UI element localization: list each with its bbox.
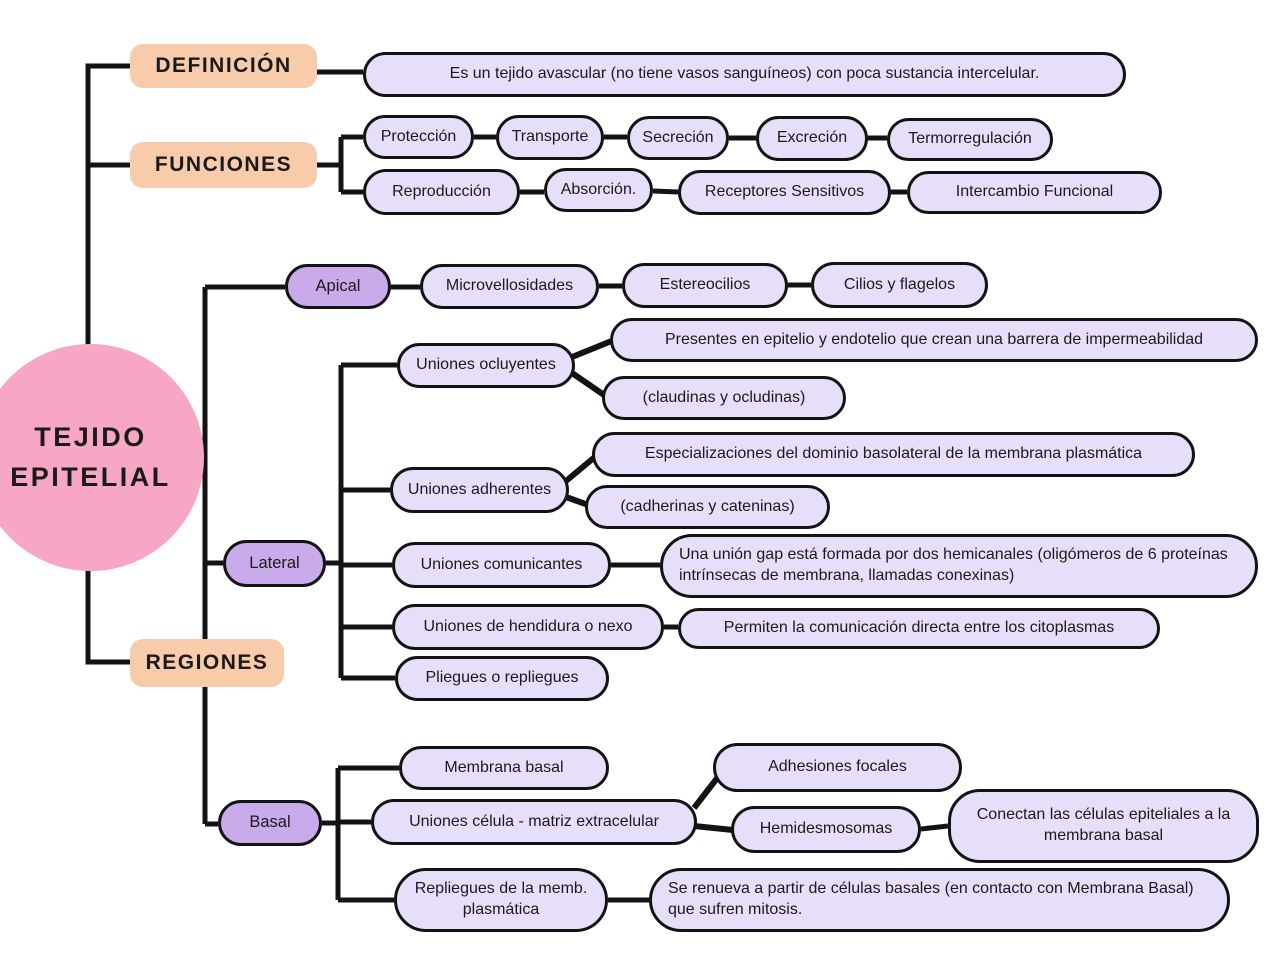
basal-connectors (322, 765, 399, 903)
region-basal[interactable]: Basal (218, 800, 322, 846)
node-cilios-y-flagelos[interactable]: Cilios y flagelos (811, 262, 988, 308)
node-uniones-ocluyentes[interactable]: Uniones ocluyentes (397, 343, 575, 388)
root-title-line2: EPITELIAL (10, 461, 171, 492)
node-ocluyentes-proteins[interactable]: (claudinas y ocludinas) (602, 376, 846, 420)
node-hemidesmosomas[interactable]: Hemidesmosomas (731, 806, 921, 853)
lateral-connectors (326, 362, 397, 681)
node-comunicantes-desc[interactable]: Una unión gap está formada por dos hemic… (660, 534, 1258, 598)
node-adhesiones-focales[interactable]: Adhesiones focales (713, 743, 962, 792)
node-uniones-hendidura[interactable]: Uniones de hendidura o nexo (392, 604, 664, 650)
ocluyentes-branch-connectors (570, 337, 616, 400)
node-secrecion[interactable]: Secreción (627, 116, 729, 160)
node-transporte[interactable]: Transporte (496, 115, 604, 160)
node-definicion-desc[interactable]: Es un tejido avascular (no tiene vasos s… (363, 52, 1126, 97)
branch-definicion[interactable]: DEFINICIÓN (130, 44, 317, 88)
node-adherentes-proteins[interactable]: (cadherinas y cateninas) (585, 485, 830, 529)
region-apical[interactable]: Apical (285, 264, 391, 309)
apical-connectors (391, 282, 811, 290)
node-microvellosidades[interactable]: Microvellosidades (420, 264, 599, 309)
branch-regiones[interactable]: REGIONES (130, 639, 284, 687)
funciones-connectors (317, 134, 907, 195)
root-title-line1: TEJIDO (34, 422, 147, 453)
node-repliegues-membrana[interactable]: Repliegues de la memb. plasmática (394, 868, 608, 932)
node-repliegues-desc[interactable]: Se renueva a partir de células basales (… (649, 868, 1230, 932)
node-proteccion[interactable]: Protección (363, 115, 474, 159)
root-node-tejido-epitelial[interactable]: TEJIDO EPITELIAL (0, 344, 204, 571)
node-hendidura-desc[interactable]: Permiten la comunicación directa entre l… (678, 608, 1160, 649)
node-uniones-celula-matriz[interactable]: Uniones célula - matriz extracelular (371, 799, 697, 845)
node-pliegues-repliegues[interactable]: Pliegues o repliegues (395, 656, 609, 701)
region-lateral[interactable]: Lateral (223, 540, 326, 587)
node-receptores-sensitivos[interactable]: Receptores Sensitivos (678, 170, 891, 215)
node-ocluyentes-desc[interactable]: Presentes en epitelio y endotelio que cr… (610, 318, 1258, 362)
branch-funciones[interactable]: FUNCIONES (130, 142, 317, 188)
regiones-spine-connector (202, 284, 285, 827)
node-intercambio-funcional[interactable]: Intercambio Funcional (907, 171, 1162, 214)
celula-matriz-branch-connectors (691, 775, 734, 833)
node-termorregulacion[interactable]: Termorregulación (887, 118, 1053, 161)
node-estereocilios[interactable]: Estereocilios (622, 263, 788, 308)
node-hemidesmosomas-desc[interactable]: Conectan las células epiteliales a la me… (948, 789, 1259, 863)
node-membrana-basal[interactable]: Membrana basal (399, 746, 609, 790)
node-absorcion[interactable]: Absorción. (544, 168, 653, 212)
node-uniones-comunicantes[interactable]: Uniones comunicantes (392, 542, 611, 588)
node-excrecion[interactable]: Excreción (756, 116, 868, 161)
hemidesmosomas-desc-connector (920, 823, 949, 832)
node-reproduccion[interactable]: Reproducción (363, 169, 520, 215)
node-uniones-adherentes[interactable]: Uniones adherentes (390, 467, 569, 513)
node-adherentes-desc[interactable]: Especializaciones del dominio basolatera… (592, 432, 1195, 477)
